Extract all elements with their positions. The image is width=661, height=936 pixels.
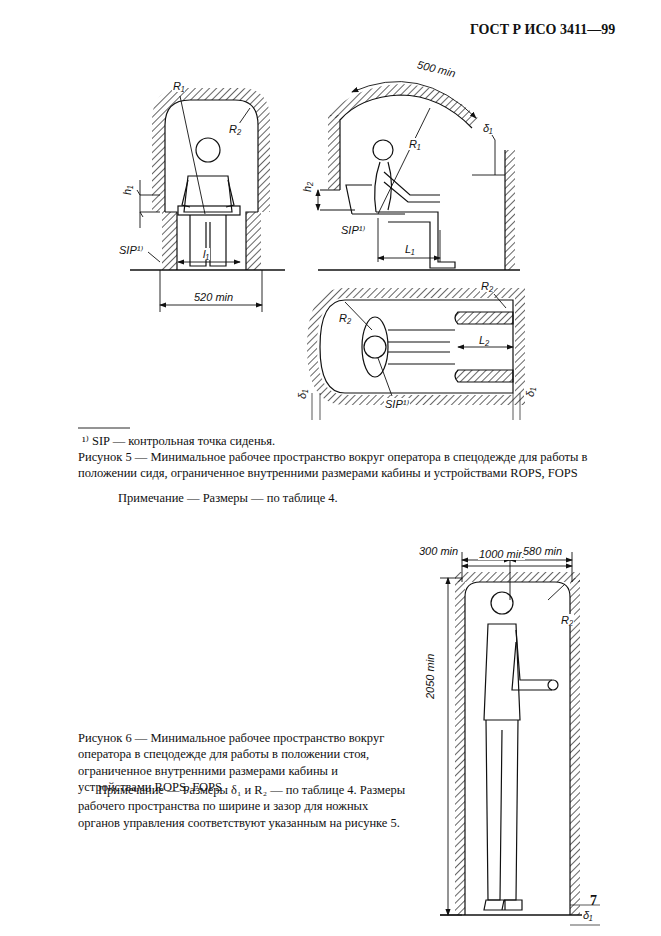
figure-caption: Рисунок 5 — Минимальное рабочее простран… — [78, 449, 598, 482]
radius-label: R₂ — [560, 614, 574, 626]
radius-label: R₁ — [172, 80, 185, 92]
dimension-label: l₁ — [202, 248, 210, 260]
dimension-label: h₂ — [301, 181, 313, 193]
page-header: ГОСТ Р ИСО 3411—99 — [470, 22, 615, 37]
note: Примечание — Размеры δ₁ и R₂ — по таблиц… — [78, 782, 408, 831]
radius-label: R₁ — [408, 138, 421, 150]
dimension-label: 580 min — [522, 545, 563, 557]
radius-label: R₂ — [228, 123, 242, 135]
point-label: SIP¹⁾ — [340, 224, 366, 236]
dimension-label: δ₁ — [296, 388, 308, 400]
dimension-label: δ₁ — [482, 122, 494, 134]
dimension-label: L₁ — [404, 243, 416, 255]
dimension-label: 300 min — [418, 545, 459, 557]
dimension-label: 2050 min — [424, 653, 436, 700]
page-number: 7 — [590, 893, 597, 908]
dimension-label: 500 min — [415, 58, 458, 80]
radius-label: R₂ — [480, 280, 494, 292]
dimension-label: δ₁ — [582, 909, 594, 921]
footnote: ¹⁾ SIP — контрольная точка сиденья. — [82, 433, 602, 449]
dimension-label: L₂ — [478, 334, 490, 346]
point-label: SIP¹⁾ — [118, 244, 144, 256]
radius-label: R₂ — [338, 312, 352, 324]
dimension-label: h₁ — [121, 184, 133, 196]
point-label: SIP¹⁾ — [384, 398, 410, 410]
dimension-label: δ₁ — [524, 386, 536, 398]
dimension-label: 1000 min — [478, 548, 525, 560]
dimension-label: 520 min — [193, 291, 234, 303]
note: Примечание — Размеры — по таблице 4. — [98, 490, 598, 506]
